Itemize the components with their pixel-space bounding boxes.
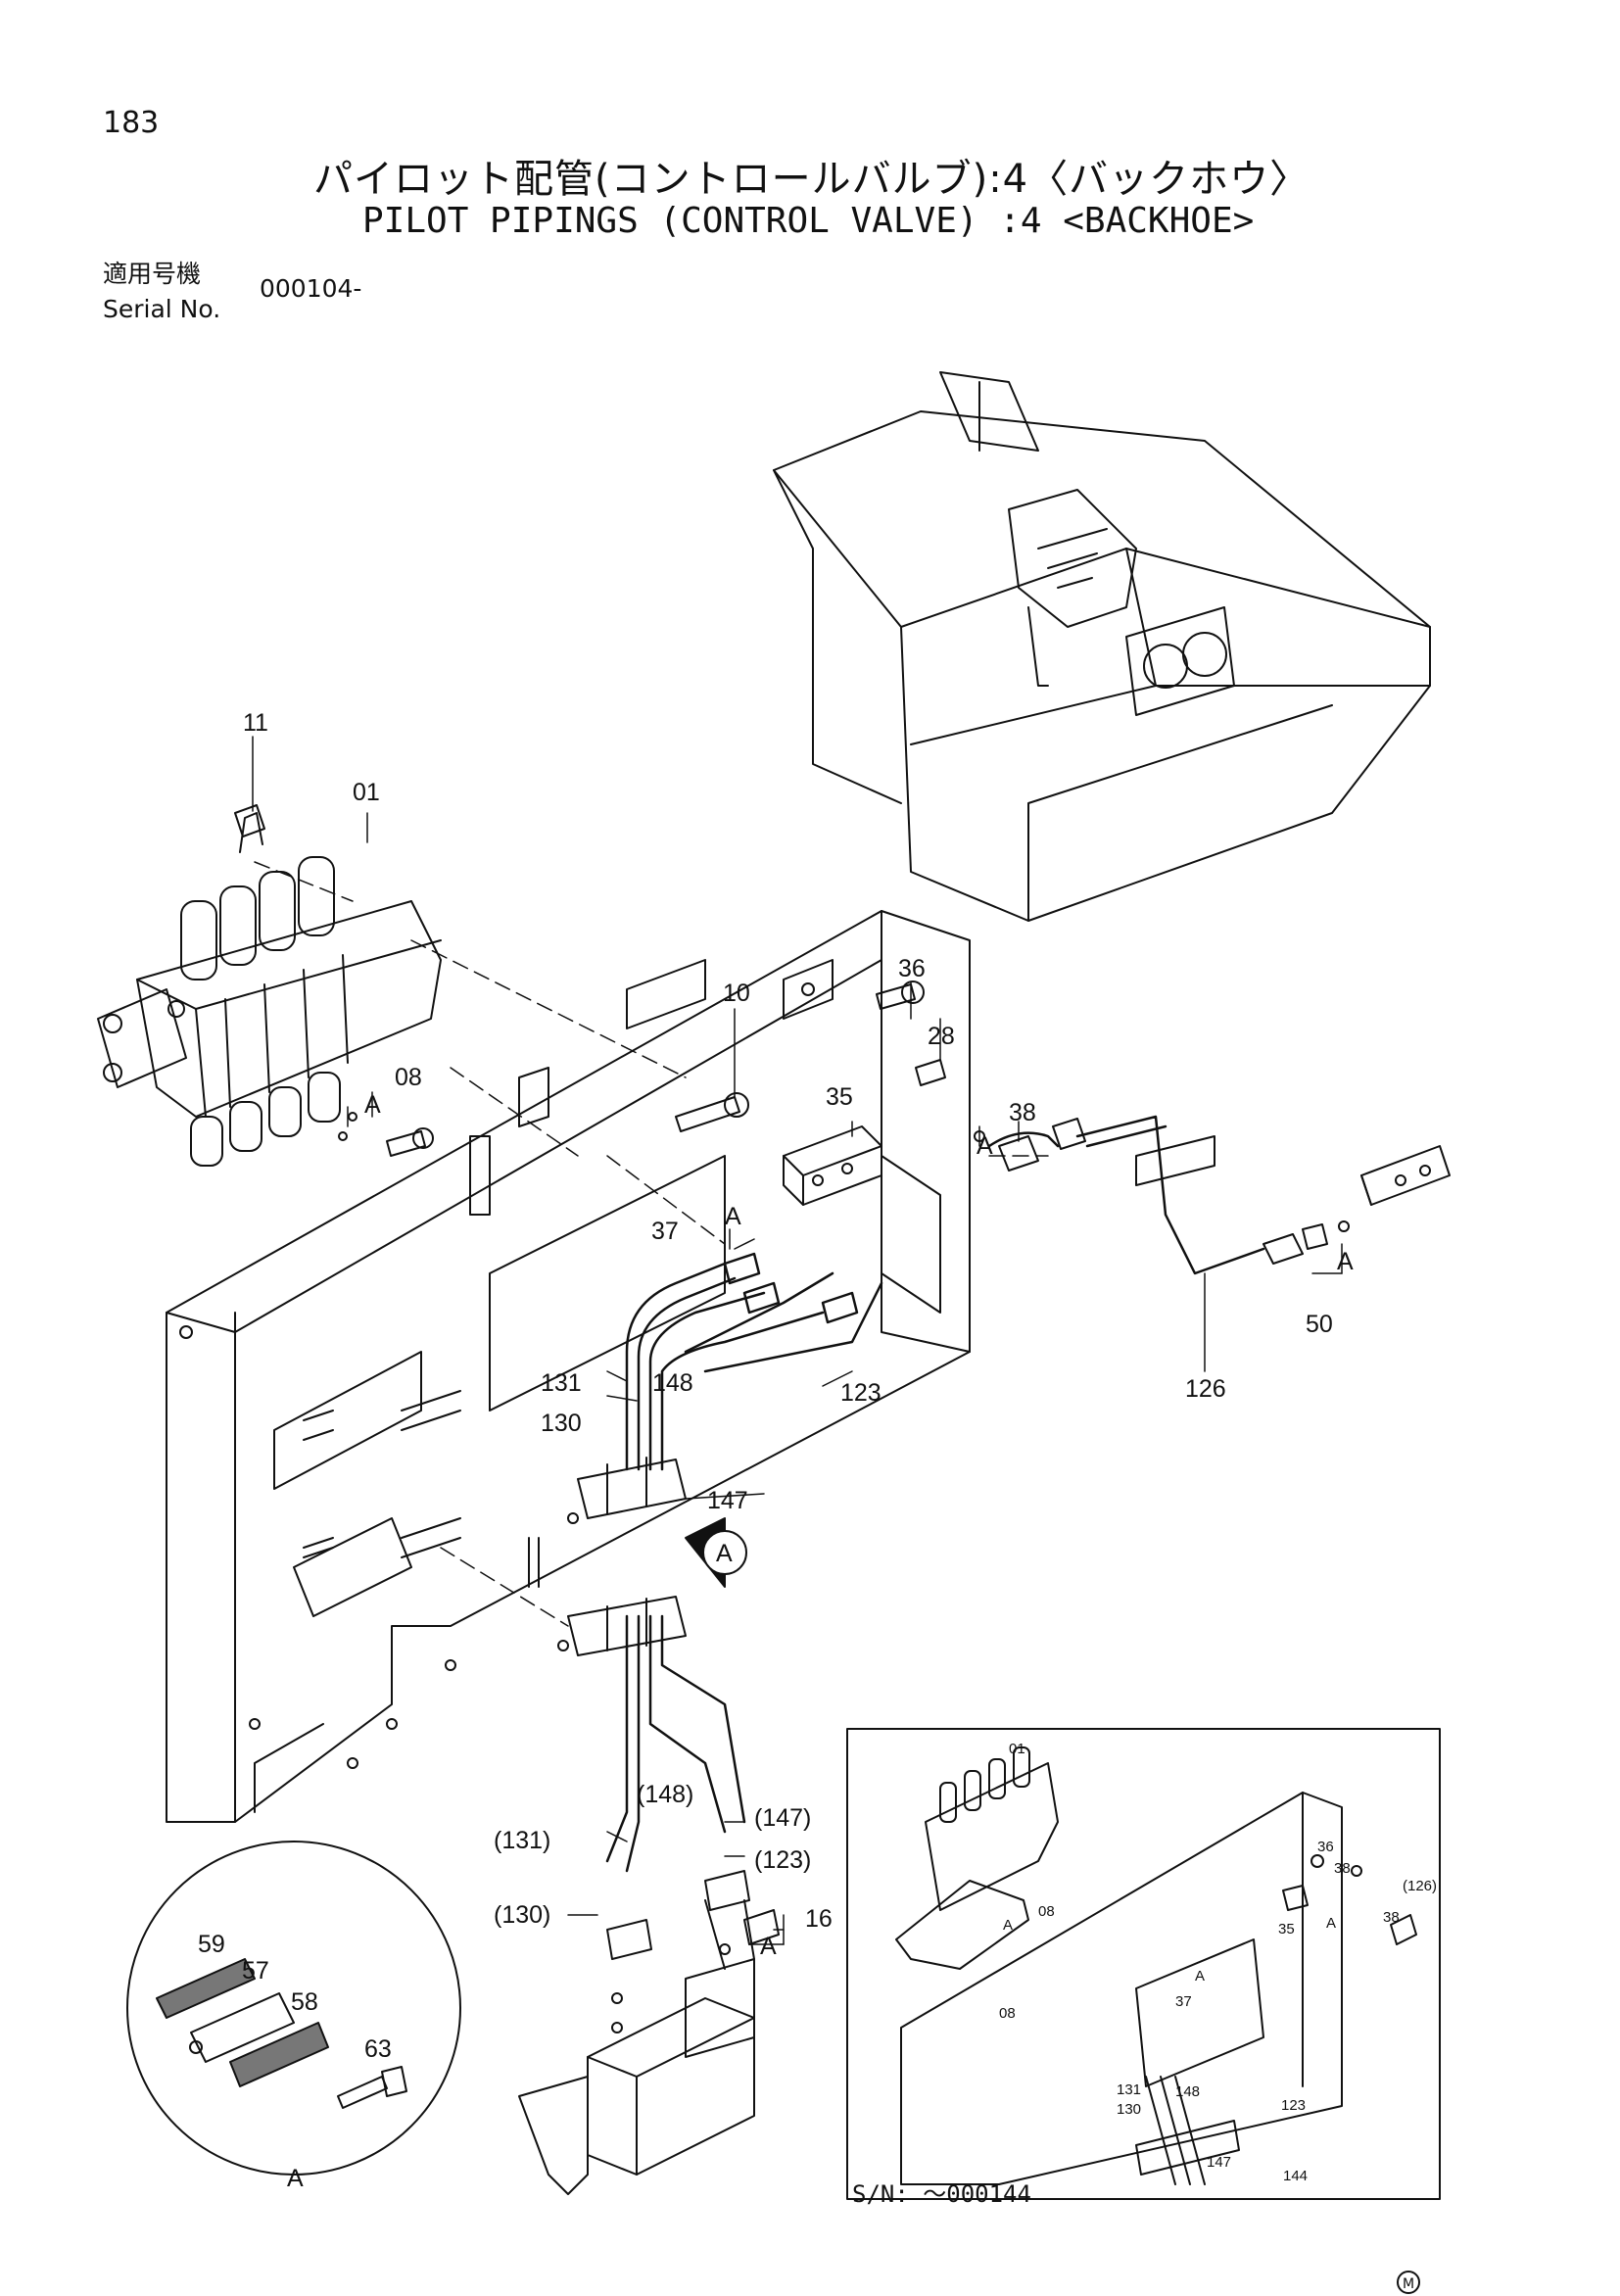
callout-123-paren: (123) [754, 1846, 811, 1874]
callout-148-paren: (148) [637, 1781, 693, 1808]
view-a-arrow [685, 1517, 747, 1588]
serial-value: 000104- [260, 274, 362, 303]
inset-callout-144: 144 [1283, 2168, 1308, 2184]
distribution-block-drawing [783, 1125, 882, 1206]
serial-label-en: Serial No. [103, 295, 221, 323]
callout-a-4: A [1337, 1248, 1354, 1275]
page-title-jp: パイロット配管(コントロールバルブ):4〈バックホウ〉 [313, 157, 1310, 202]
callout-08: 08 [395, 1064, 422, 1091]
inset-callout-a-1: A [1003, 1917, 1013, 1934]
callout-11: 11 [243, 709, 268, 737]
callout-148: 148 [652, 1369, 693, 1397]
control-valve-drawing [97, 812, 442, 1167]
callout-a-5: A [760, 1933, 777, 1960]
serial-label-jp: 適用号機 [103, 260, 202, 288]
callout-131-paren: (131) [494, 1827, 550, 1854]
pilot-pipes-drawing [605, 1115, 1265, 1873]
callout-37: 37 [651, 1218, 679, 1245]
inset-callout-37: 37 [1175, 1993, 1192, 2010]
inset-callout-a-3: A [1195, 1968, 1205, 1985]
inset-callout-126-paren: (126) [1403, 1878, 1437, 1894]
leader-lines [252, 736, 1343, 1945]
callout-28: 28 [928, 1023, 955, 1050]
callout-a-3: A [725, 1203, 741, 1230]
inset-callout-36: 36 [1317, 1839, 1334, 1855]
callout-16: 16 [805, 1905, 833, 1933]
callout-36: 36 [898, 955, 926, 982]
inset-callout-01: 01 [1009, 1741, 1025, 1757]
inset-callout-08-b: 08 [999, 2005, 1016, 2022]
callout-130: 130 [541, 1410, 582, 1437]
inset-callout-38-b: 38 [1383, 1909, 1400, 1926]
callout-35: 35 [826, 1083, 853, 1111]
machine-body-drawing [773, 371, 1431, 922]
right-fittings-drawing [974, 1118, 1451, 1265]
inset-callout-08-a: 08 [1038, 1903, 1055, 1920]
callout-38: 38 [1009, 1099, 1036, 1126]
inset-serial-note: S/N: ～000144 [852, 2180, 1031, 2208]
inset-callout-130: 130 [1117, 2101, 1141, 2118]
serial-labels: 適用号機 Serial No. [103, 257, 220, 327]
callout-labels: 11 01 10 36 28 08 A 35 38 A 37 A 50 A 12… [198, 709, 1354, 2192]
inset-callout-131: 131 [1117, 2081, 1141, 2098]
callout-01: 01 [353, 779, 380, 806]
inset-callout-148: 148 [1175, 2083, 1200, 2100]
callout-58: 58 [291, 1988, 318, 2016]
callout-10: 10 [723, 980, 750, 1007]
callout-147-paren: (147) [754, 1804, 811, 1832]
callout-view-a: A [716, 1540, 733, 1567]
detail-view-a [126, 1841, 461, 2176]
inset-callout-a-2: A [1326, 1915, 1336, 1932]
frame-plate-drawing [166, 910, 971, 1823]
callout-63: 63 [364, 2035, 392, 2063]
callout-detail-a: A [287, 2165, 304, 2192]
lower-blocks-drawing [518, 1870, 780, 2195]
callout-57: 57 [242, 1957, 269, 1985]
inset-box [846, 1728, 1441, 2200]
footer-mark: M [1397, 2271, 1420, 2294]
page-title-en: PILOT PIPINGS (CONTROL VALVE) :4 <BACKHO… [362, 201, 1255, 241]
inset-callout-38-a: 38 [1334, 1860, 1351, 1877]
inset-callout-147: 147 [1207, 2154, 1231, 2171]
alignment-lines [254, 861, 1049, 1627]
fittings-drawing [234, 804, 946, 1157]
inset-callout-123: 123 [1281, 2097, 1306, 2114]
callout-50: 50 [1306, 1311, 1333, 1338]
callout-147: 147 [707, 1487, 748, 1514]
page-number: 183 [103, 106, 160, 140]
callout-130-paren: (130) [494, 1901, 550, 1929]
callout-123: 123 [840, 1379, 881, 1407]
pipe-clamps-drawing [557, 1457, 687, 1656]
callout-131: 131 [541, 1369, 582, 1397]
inset-labels: 01 36 38 08 A 35 A 38 (126) 37 A 08 131 … [999, 1741, 1437, 2184]
callout-a-2: A [977, 1132, 993, 1160]
callout-59: 59 [198, 1931, 225, 1958]
callout-a-1: A [364, 1091, 381, 1119]
inset-callout-35: 35 [1278, 1921, 1295, 1937]
callout-126: 126 [1185, 1375, 1226, 1403]
